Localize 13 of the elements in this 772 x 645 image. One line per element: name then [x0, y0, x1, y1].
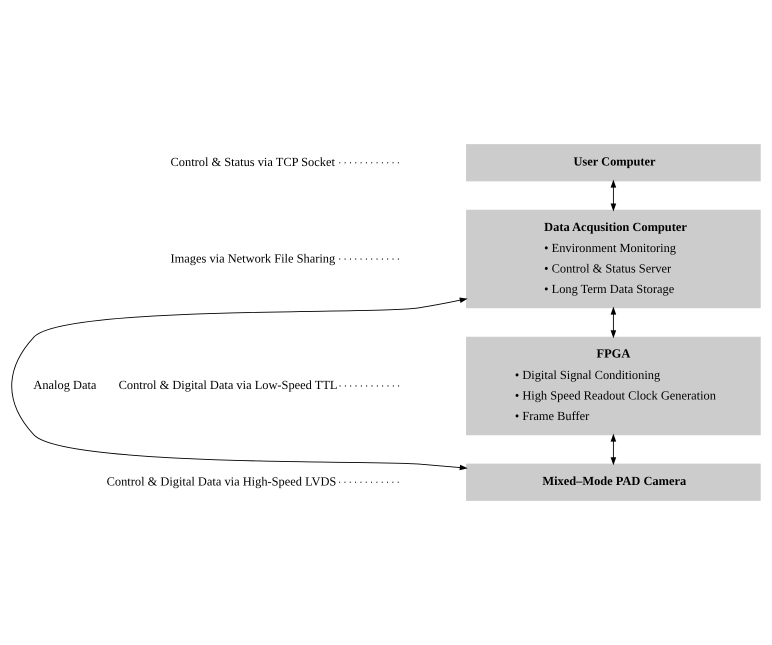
arrow [610, 306, 616, 338]
node-text: Control & Digital Data via High-Speed LVDS [106, 474, 336, 489]
node-box: Data Acqusition Computer • Environment Monitoring • Control & Status Server • Long Term Data Storage [466, 210, 761, 308]
node-text: Control & Digital Data via Low-Speed TTL [118, 378, 338, 392]
arrow [610, 180, 616, 212]
node-text: Images via Network File Sharing [170, 251, 336, 266]
node-text: Control & Status via TCP Socket [170, 155, 335, 170]
arrow [610, 434, 616, 466]
arrow [11, 298, 468, 470]
node-box: Mixed–Mode PAD Camera [466, 464, 761, 501]
edge-label: Analog Data [33, 378, 96, 392]
node-box: User Computer [466, 144, 761, 182]
node-box: FPGA • Digital Signal Conditioning • High Speed Readout Clock Generation • Frame Buffer [466, 336, 761, 436]
